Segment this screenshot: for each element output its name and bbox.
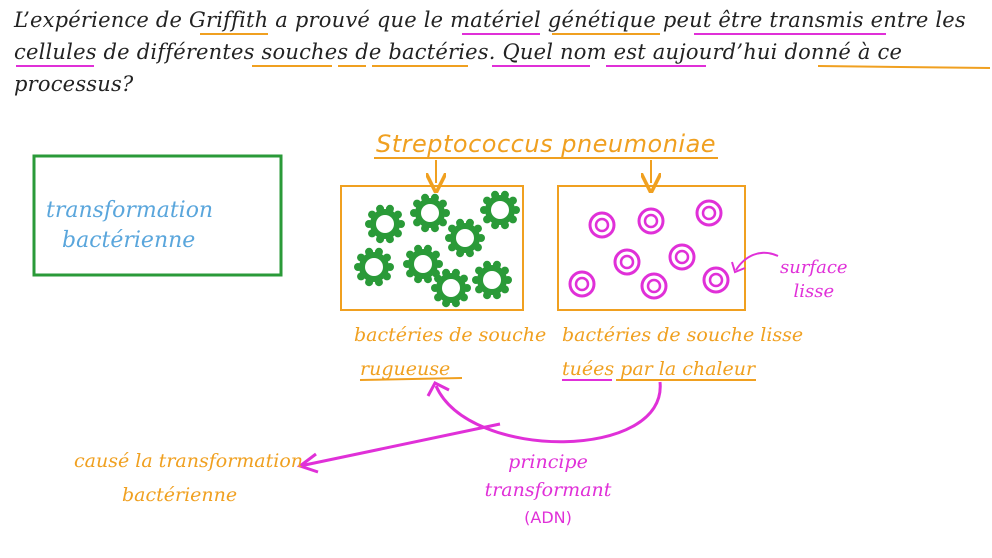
rough-label-line-2: rugueuse	[360, 358, 451, 380]
result-arrow	[299, 422, 501, 468]
rough-label-line-1: bactéries de souche	[354, 324, 547, 346]
question-line-1: L’expérience de Griffith a prouvé que le…	[14, 8, 966, 32]
answer-line-2: bactérienne	[62, 228, 196, 253]
smooth-label-line-2: tuées par la chaleur	[562, 358, 756, 380]
underline-rugueuse	[359, 377, 463, 381]
surface-arrow	[735, 251, 779, 271]
transformation-arc	[434, 381, 662, 444]
result-line-2: bactérienne	[122, 484, 238, 506]
smooth-label-line-1: bactéries de souche lisse	[562, 324, 804, 346]
rough-bacterium	[472, 260, 512, 300]
surface-arrowhead	[731, 261, 746, 274]
result-arrowhead	[296, 452, 319, 474]
smooth-strain-box	[557, 185, 746, 311]
rough-bacterium	[445, 218, 485, 258]
rough-bacterium	[403, 244, 443, 284]
surface-label-line-1: surface	[780, 257, 848, 278]
question-underlines	[16, 33, 991, 69]
surface-label: surface lisse	[780, 256, 848, 304]
principle-line-3: (ADN)	[524, 508, 572, 527]
smooth-bacterium	[640, 272, 668, 300]
underline-processus	[817, 65, 991, 69]
rough-bacterium	[431, 268, 471, 308]
principle-line-2: transformant	[484, 479, 612, 501]
smooth-label: bactéries de souche lisse tuées par la c…	[562, 318, 803, 386]
rough-label: bactéries de souche rugueuse	[354, 318, 546, 386]
rough-bacterium	[354, 247, 394, 287]
result-line-1: causé la transformation	[74, 450, 304, 472]
answer-text: transformation bactérienne	[46, 196, 213, 256]
question-text: L’expérience de Griffith a prouvé que le…	[14, 4, 984, 100]
rough-bacterium	[365, 204, 405, 244]
result-label: causé la transformation bactérienne	[74, 444, 303, 512]
smooth-bacterium	[637, 207, 665, 235]
rough-bacterium	[410, 193, 450, 233]
smooth-bacterium	[695, 199, 723, 227]
answer-box	[32, 154, 283, 277]
transformation-arc-head	[426, 381, 450, 397]
smooth-bacterium	[613, 248, 641, 276]
answer-line-1: transformation	[46, 198, 214, 223]
principle-label: principe transformant (ADN)	[468, 448, 628, 532]
principle-line-1: principe	[508, 451, 588, 473]
species-title: Streptococcus pneumoniae	[376, 130, 717, 158]
smooth-bacterium	[568, 270, 596, 298]
surface-label-line-2: lisse	[793, 281, 835, 302]
smooth-bacterium	[588, 211, 616, 239]
smooth-bacterium	[702, 266, 730, 294]
question-line-2: cellules de différentes souches de bacté…	[14, 40, 903, 96]
rough-bacterium	[480, 190, 520, 230]
smooth-cells	[568, 199, 730, 300]
rough-cells	[354, 190, 520, 308]
rough-strain-box	[340, 185, 524, 311]
smooth-bacterium	[668, 243, 696, 271]
